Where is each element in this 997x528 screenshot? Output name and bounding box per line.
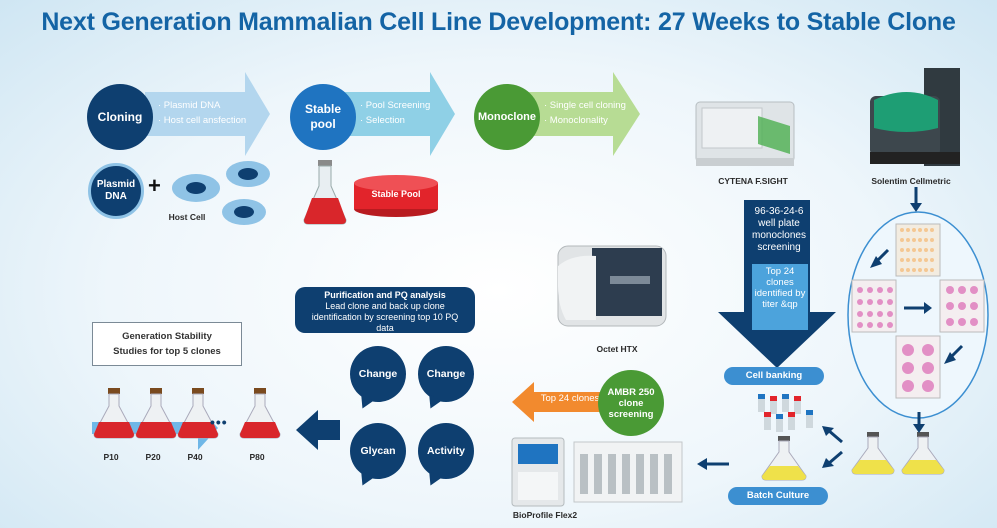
bubble-change: Change xyxy=(350,346,406,402)
purification-body: Lead clone and back up clone identificat… xyxy=(311,301,459,333)
bubble-activity: Activity xyxy=(418,423,474,479)
ambr-label: AMBR 250 clone screening xyxy=(607,386,655,420)
top24-label: Top 24 clones xyxy=(540,393,600,404)
continuation-dots: ••• xyxy=(210,414,228,430)
host-cells-icon xyxy=(172,161,270,225)
monoclone-arrow xyxy=(525,72,640,156)
plasmid-dna-circle: Plasmid DNA xyxy=(88,163,144,219)
octet-instrument-image xyxy=(557,245,667,327)
cytena-label: CYTENA F.SIGHT xyxy=(718,176,788,186)
passage-flasks xyxy=(92,388,281,450)
stablepool-arrow xyxy=(335,72,455,156)
process-arrows xyxy=(145,72,640,156)
stablepool-bullets: · Pool Screening · Selection xyxy=(360,98,430,128)
bioprofile-label: BioProfile Flex2 xyxy=(512,510,578,520)
down-arrow xyxy=(910,187,922,212)
monoclone-circle: Monoclone xyxy=(474,84,540,150)
left-arrow xyxy=(697,458,729,470)
passage-label: P20 xyxy=(145,452,161,462)
yellow-flask-icon xyxy=(851,432,895,475)
cytena-instrument-image xyxy=(695,101,795,166)
screening-sub-text: Top 24 clones identified by titer &qp xyxy=(752,264,808,330)
monoclone-bullets: · Single cell cloning · Monoclonality xyxy=(544,98,626,128)
ambr-circle: AMBR 250 clone screening xyxy=(598,370,664,436)
stable-pool-label: Stable Pool xyxy=(371,189,421,199)
stablepool-circle: Stable pool xyxy=(290,84,356,150)
page-title: Next Generation Mammalian Cell Line Deve… xyxy=(41,8,956,36)
purification-box: Purification and PQ analysis Lead clone … xyxy=(295,287,475,333)
stablepool-bullet: · Selection xyxy=(360,115,405,126)
screening-main-text: 96-36-24-6 well plate monoclones screeni… xyxy=(752,206,806,253)
bubble-glycan: Glycan xyxy=(350,423,406,479)
solentim-instrument-image xyxy=(870,68,960,166)
plasmid-label: Plasmid DNA xyxy=(96,179,136,202)
passage-label: P40 xyxy=(187,452,203,462)
stable-pool-cylinder xyxy=(354,175,438,217)
cloning-bullets: · Plasmid DNA · Host cell ansfection xyxy=(158,98,246,128)
flask-icon xyxy=(303,160,347,225)
yellow-flask-icon xyxy=(761,436,807,481)
cloning-arrow xyxy=(145,72,270,156)
monoclone-bullet: · Single cell cloning xyxy=(544,100,626,111)
monoclone-bullet: · Monoclonality xyxy=(544,115,608,126)
batch-culture-pill: Batch Culture xyxy=(728,487,828,505)
stablepool-label: Stable pool xyxy=(304,102,341,131)
vials-icon xyxy=(758,394,813,432)
passage-label: P80 xyxy=(249,452,265,462)
down-arrow xyxy=(913,412,925,433)
purification-title: Purification and PQ analysis xyxy=(324,290,446,300)
passage-label: P10 xyxy=(103,452,119,462)
plus-sign: + xyxy=(148,173,161,198)
cloning-circle: Cloning xyxy=(87,84,153,150)
solentim-label: Solentim Cellmetric xyxy=(871,176,951,186)
host-cell-label: Host Cell xyxy=(168,212,206,222)
cloning-bullet: · Host cell ansfection xyxy=(158,115,247,126)
cell-banking-pill: Cell banking xyxy=(724,367,824,385)
well-plates-oval xyxy=(847,211,989,419)
bubble-change: Change xyxy=(418,346,474,402)
octet-label: Octet HTX xyxy=(596,344,638,354)
stablepool-bullet: · Pool Screening xyxy=(360,100,431,111)
bioprofile-instrument-image xyxy=(511,437,683,507)
monoclone-label: Monoclone xyxy=(477,111,537,123)
diagonal-arrows xyxy=(822,426,843,468)
cloning-bullet: · Plasmid DNA xyxy=(158,100,221,111)
left-big-arrow xyxy=(296,410,340,450)
stability-box: Generation Stability Studies for top 5 c… xyxy=(92,322,242,366)
yellow-flask-icon xyxy=(901,432,945,475)
top24-orange-arrow xyxy=(512,382,620,422)
cloning-label: Cloning xyxy=(97,110,143,124)
